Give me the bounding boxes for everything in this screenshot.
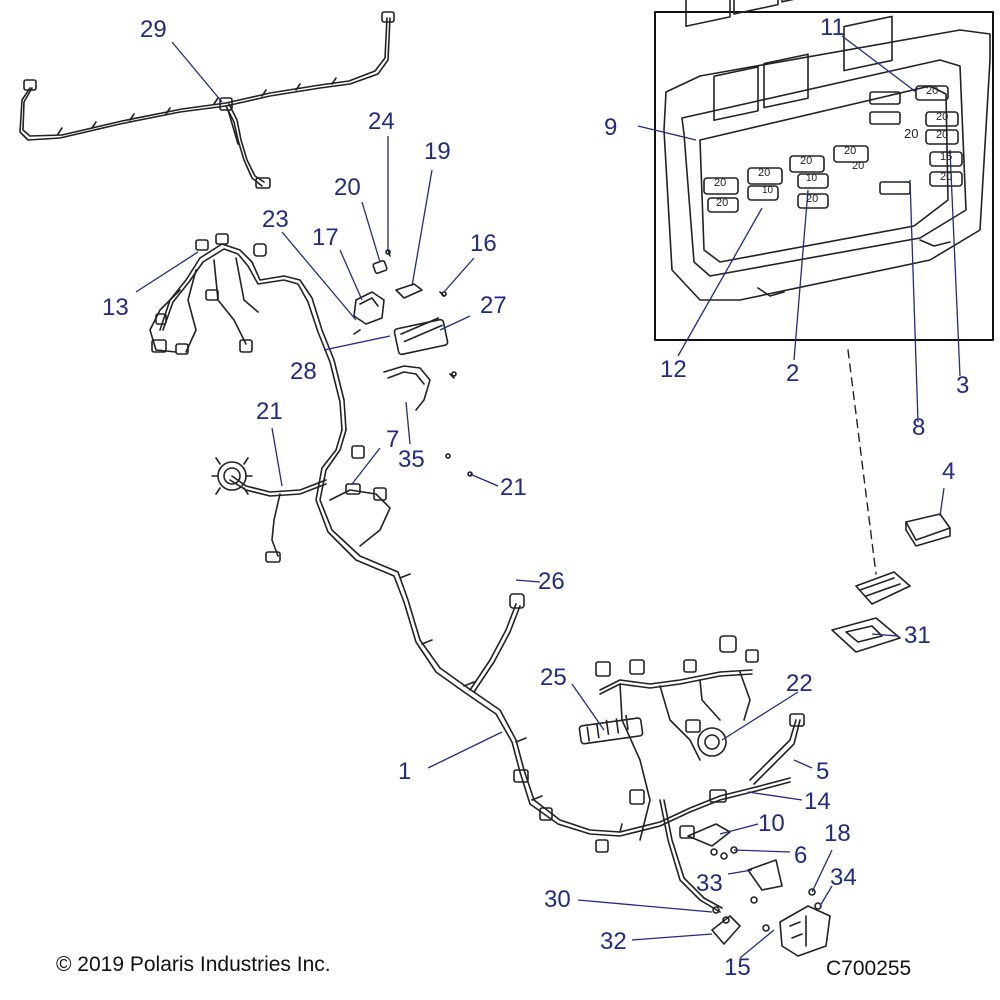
callout-8: 8	[912, 414, 926, 441]
callout-4: 4	[942, 458, 956, 485]
fuse-label: 20	[936, 129, 949, 141]
fuse-box-parts	[831, 513, 951, 653]
callout-27: 27	[480, 292, 507, 319]
drawing-number: C700255	[826, 957, 912, 980]
fuse-label: 15	[940, 151, 953, 163]
callout-20: 20	[334, 174, 361, 201]
fuse-box-inset	[654, 0, 994, 341]
fuse-label: 10	[806, 173, 818, 184]
callout-29: 29	[140, 16, 167, 43]
callout-31: 31	[904, 622, 931, 649]
callout-6: 6	[794, 842, 808, 869]
callout-11: 11	[820, 14, 845, 41]
rear-harness	[19, 11, 395, 189]
callout-21-right: 21	[500, 474, 527, 501]
fuse-label: 20	[716, 197, 729, 209]
callout-24: 24	[368, 108, 395, 135]
callout-25: 25	[540, 664, 567, 691]
callout-2: 2	[786, 360, 800, 387]
callout-22: 22	[786, 670, 813, 697]
fuse-label: 20	[806, 193, 819, 205]
callout-28: 28	[290, 358, 317, 385]
callout-12: 12	[660, 356, 687, 383]
callout-18: 18	[824, 820, 851, 847]
callout-23: 23	[262, 206, 289, 233]
callout-26: 26	[538, 568, 565, 595]
fuse-label: 20	[758, 167, 771, 179]
callout-19: 19	[424, 138, 451, 165]
upper-harness-branch	[149, 233, 347, 431]
fuse-label: 20	[940, 171, 953, 183]
callout-33: 33	[696, 870, 723, 897]
callout-9: 9	[604, 114, 618, 141]
callout-10: 10	[758, 810, 785, 837]
fuse-label: 20	[800, 155, 813, 167]
module-mounting-area	[353, 249, 473, 477]
callout-1: 1	[398, 758, 412, 785]
callout-30: 30	[544, 886, 571, 913]
callout-5: 5	[816, 758, 830, 785]
main-harness	[211, 429, 791, 853]
fuse-label: 20	[714, 177, 727, 189]
callout-13: 13	[102, 294, 129, 321]
inset-link-line	[847, 349, 877, 575]
callout-32: 32	[600, 928, 627, 955]
fuse-label: 10	[762, 185, 774, 196]
callout-3: 3	[956, 372, 970, 399]
callout-7: 7	[386, 426, 400, 453]
callout-15: 15	[724, 954, 751, 981]
fuse-label: 20	[936, 111, 949, 123]
callout-34: 34	[830, 864, 857, 891]
front-harness-cluster	[578, 635, 831, 957]
fuse-label: 20	[926, 85, 939, 97]
callout-17: 17	[312, 224, 339, 251]
callout-14: 14	[804, 788, 831, 815]
fuse-label: 20	[852, 160, 865, 172]
fuse-label: 20	[844, 145, 857, 157]
callout-16: 16	[470, 230, 497, 257]
copyright-notice: © 2019 Polaris Industries Inc.	[56, 953, 331, 976]
fuse-label: 20	[904, 126, 919, 141]
callout-21-left: 21	[256, 398, 283, 425]
leader-lines	[135, 35, 961, 959]
callout-35: 35	[398, 446, 425, 473]
